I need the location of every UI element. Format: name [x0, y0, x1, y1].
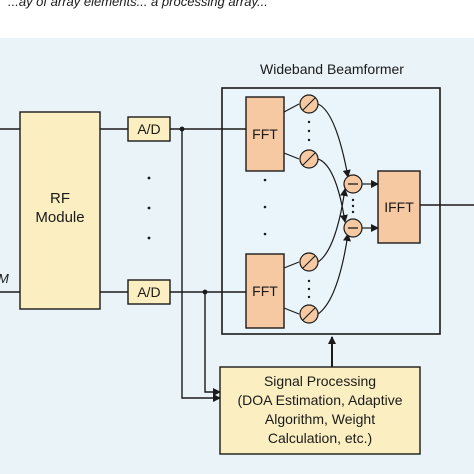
weight-multiplier-2: [299, 149, 319, 169]
fft-ellipsis: [263, 178, 267, 236]
weight-to-summer-arrows: [317, 103, 351, 315]
weight-ellipsis-1: [307, 120, 311, 142]
signal-processing-line-2: (DOA Estimation, Adaptive: [238, 392, 403, 408]
tap-line-2: [204, 292, 221, 396]
weight-ellipsis-2: [307, 279, 311, 299]
tap-line-1: [181, 129, 221, 402]
ad-label-1: A/D: [137, 121, 160, 137]
ifft-block: [377, 170, 421, 244]
weight-multiplier-4: [299, 304, 319, 324]
summer-ellipsis: [351, 198, 355, 214]
top-caption: ...ay of array elements... a processing …: [8, 0, 268, 9]
fft2-to-weight-lines: [283, 261, 300, 315]
fft1-to-weight-lines: [283, 103, 300, 160]
rf-module-block: [19, 111, 101, 310]
fft-label-2: FFT: [252, 283, 278, 299]
rf-module-label-2: Module: [35, 209, 84, 226]
fft-block-1: [245, 96, 285, 172]
ad-label-2: A/D: [137, 284, 160, 300]
beamformer-title: Wideband Beamformer: [260, 61, 404, 77]
rf-module-label-1: RF: [50, 190, 70, 207]
signal-processing-line-3: Algorithm, Weight: [265, 411, 375, 427]
ad-converter-block-2: [127, 279, 171, 305]
input-label-m: M: [0, 271, 9, 286]
ifft-label: IFFT: [384, 199, 414, 215]
weight-multiplier-3: [299, 252, 319, 272]
ad-ellipsis: [147, 176, 151, 240]
weight-multiplier-1: [299, 94, 319, 114]
summer-1: [343, 174, 363, 194]
ad-converter-block-1: [127, 116, 171, 142]
summer-2: [343, 218, 363, 238]
signal-processing-block: [219, 366, 421, 455]
fft-block-2: [245, 253, 285, 329]
fft-label-1: FFT: [252, 126, 278, 142]
signal-processing-title: Signal Processing: [264, 373, 376, 389]
signal-processing-line-4: Calculation, etc.): [268, 430, 372, 446]
